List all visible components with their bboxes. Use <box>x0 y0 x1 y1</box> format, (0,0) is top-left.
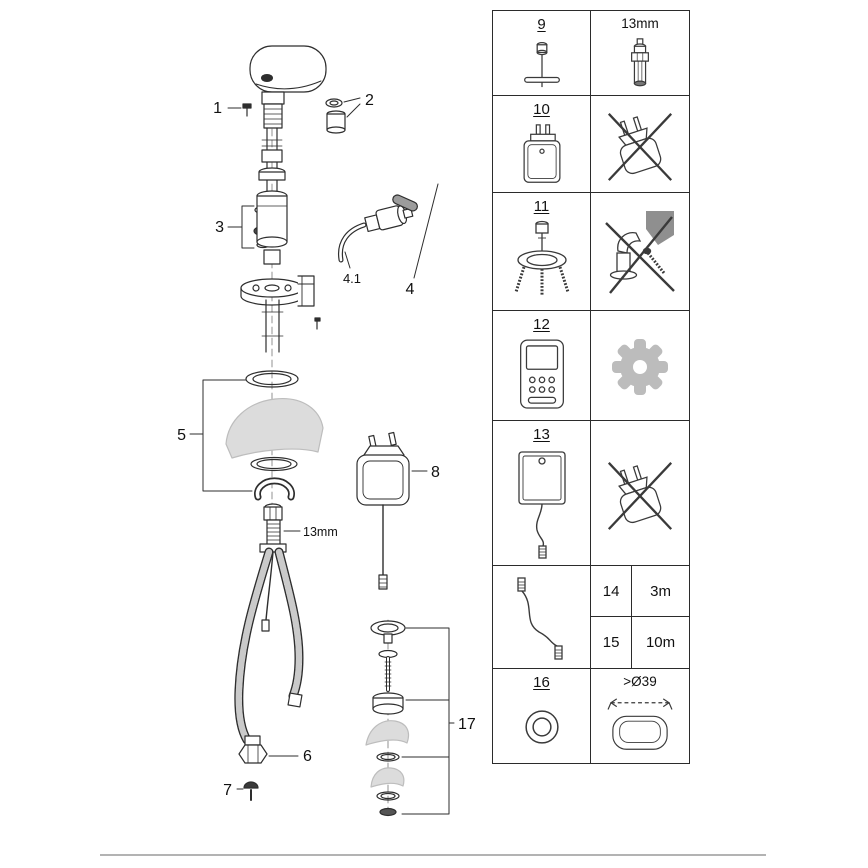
valve-assembly <box>240 149 321 353</box>
ghost-drain-part <box>365 720 410 746</box>
grid-cell-extension-cable <box>493 566 591 668</box>
grid-row-16: 16 >Ø39 <box>493 669 689 763</box>
grid-row-12: 12 <box>493 311 689 421</box>
callout-3: 3 <box>215 219 224 236</box>
grid-cell-part-13: 13 <box>493 421 591 565</box>
min-diameter-label: >Ø39 <box>623 674 657 689</box>
part-6-nut <box>238 735 299 764</box>
battery-pack-icon <box>517 451 566 559</box>
grid-cell-part-9: 9 <box>493 11 591 95</box>
cartridge-size-label: 13mm <box>621 16 659 31</box>
tee-wrench-icon <box>523 41 560 87</box>
callout-5: 5 <box>177 427 186 444</box>
ghost-drain-part-2 <box>370 767 405 788</box>
sensor-window <box>261 74 273 82</box>
callout-4: 4 <box>406 281 415 298</box>
part-5-group <box>189 370 324 501</box>
grid-cell-accessory <box>591 311 689 420</box>
crossed-plug-icon <box>607 112 673 181</box>
grid-cell-faucet-crossed <box>591 193 689 310</box>
part-number-10: 10 <box>533 101 550 118</box>
callout-17: 17 <box>458 716 476 733</box>
part-number-13: 13 <box>533 426 550 443</box>
part-4-assembly <box>337 183 439 279</box>
part-number-14: 14 <box>591 566 633 617</box>
grid-cell-plug-crossed-2 <box>591 421 689 565</box>
cable-length-10m: 10m <box>645 634 676 651</box>
callout-6: 6 <box>303 748 312 765</box>
remote-control-icon <box>519 339 564 410</box>
cartridge-icon <box>631 38 649 87</box>
grid-row-10: 10 <box>493 96 689 193</box>
cable-length-3m: 3m <box>632 566 689 617</box>
part-8-power-supply <box>356 431 428 590</box>
ghost-escutcheon <box>225 398 324 459</box>
grid-row-14-15: 14 3m 15 10m <box>493 566 689 669</box>
crossed-plug-icon <box>607 461 673 530</box>
part-number-15: 15 <box>591 617 633 668</box>
supply-hoses <box>234 543 304 745</box>
hose-size-label: 13mm <box>303 525 338 539</box>
part-1-screw <box>227 103 252 117</box>
mounting-tool-icon <box>514 221 569 297</box>
callout-7: 7 <box>223 782 232 799</box>
part-number-11: 11 <box>533 198 550 215</box>
part-number-12: 12 <box>533 316 550 333</box>
grid-row-11: 11 <box>493 193 689 311</box>
cable-length-table: 14 3m 15 10m <box>591 566 689 668</box>
faucet-body <box>249 45 327 199</box>
grid-cell-cartridge: 13mm <box>591 11 689 95</box>
grid-cell-dish: >Ø39 <box>591 669 689 763</box>
grid-row-9: 9 13mm <box>493 11 689 96</box>
lever-handle <box>392 194 418 212</box>
callout-4-1: 4.1 <box>343 271 361 286</box>
callout-2: 2 <box>365 92 374 109</box>
grid-cell-part-11: 11 <box>493 193 591 310</box>
gear-icon <box>612 339 668 395</box>
part-2-aerator <box>325 97 361 134</box>
part-number-16: 16 <box>533 674 550 691</box>
grid-cell-part-12: 12 <box>493 311 591 420</box>
spare-parts-grid: 9 13mm <box>492 10 690 764</box>
footer-divider <box>100 854 766 856</box>
extension-cable-icon <box>516 576 563 660</box>
exploded-faucet-diagram: 1 2 3 4 4.1 5 6 7 8 13mm 17 <box>177 45 476 819</box>
sensor-cable <box>265 551 274 621</box>
callout-1: 1 <box>213 100 222 117</box>
threaded-adapter <box>263 503 301 547</box>
mounting-clip <box>297 275 315 307</box>
part-7-screw <box>236 781 259 801</box>
o-ring-icon <box>524 710 559 744</box>
part-17-drain-assembly <box>365 620 455 817</box>
callout-8: 8 <box>431 464 440 481</box>
dish-icon <box>607 698 673 750</box>
grid-cell-cable-lengths: 14 3m 15 10m <box>591 566 689 668</box>
part-number-9: 9 <box>537 16 546 33</box>
grid-cell-part-16: 16 <box>493 669 591 763</box>
grid-row-13: 13 <box>493 421 689 566</box>
power-supply-icon <box>523 124 560 183</box>
grid-cell-part-10: 10 <box>493 96 591 192</box>
crossed-faucet-icon <box>605 211 675 294</box>
grid-cell-plug-crossed-1 <box>591 96 689 192</box>
grey-arrow <box>646 211 674 245</box>
